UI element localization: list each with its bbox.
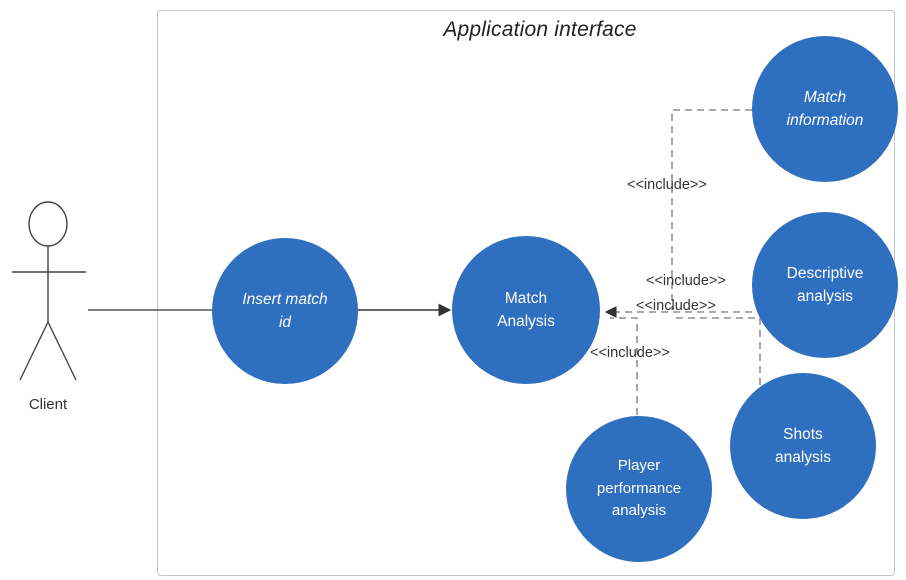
use-case-insert-match-id: Insert match id (212, 238, 358, 384)
use-case-player-performance: Player performance analysis (566, 416, 712, 562)
include-label: <<include>> (646, 273, 726, 289)
system-title: Application interface (443, 18, 637, 41)
use-case-descriptive-analysis: Descriptive analysis (752, 212, 898, 358)
include-label: <<include>> (636, 298, 716, 314)
include-label: <<include>> (627, 177, 707, 193)
include-connector-player (610, 317, 638, 415)
actor-icon (12, 201, 86, 381)
include-label: <<include>> (590, 345, 670, 361)
use-case-match-analysis: Match Analysis (452, 236, 600, 384)
use-case-shots-analysis: Shots analysis (730, 373, 876, 519)
actor-label: Client (28, 396, 68, 413)
include-connector-match-information (671, 109, 752, 310)
use-case-match-information: Match information (752, 36, 898, 182)
include-connector-shots (672, 317, 761, 385)
